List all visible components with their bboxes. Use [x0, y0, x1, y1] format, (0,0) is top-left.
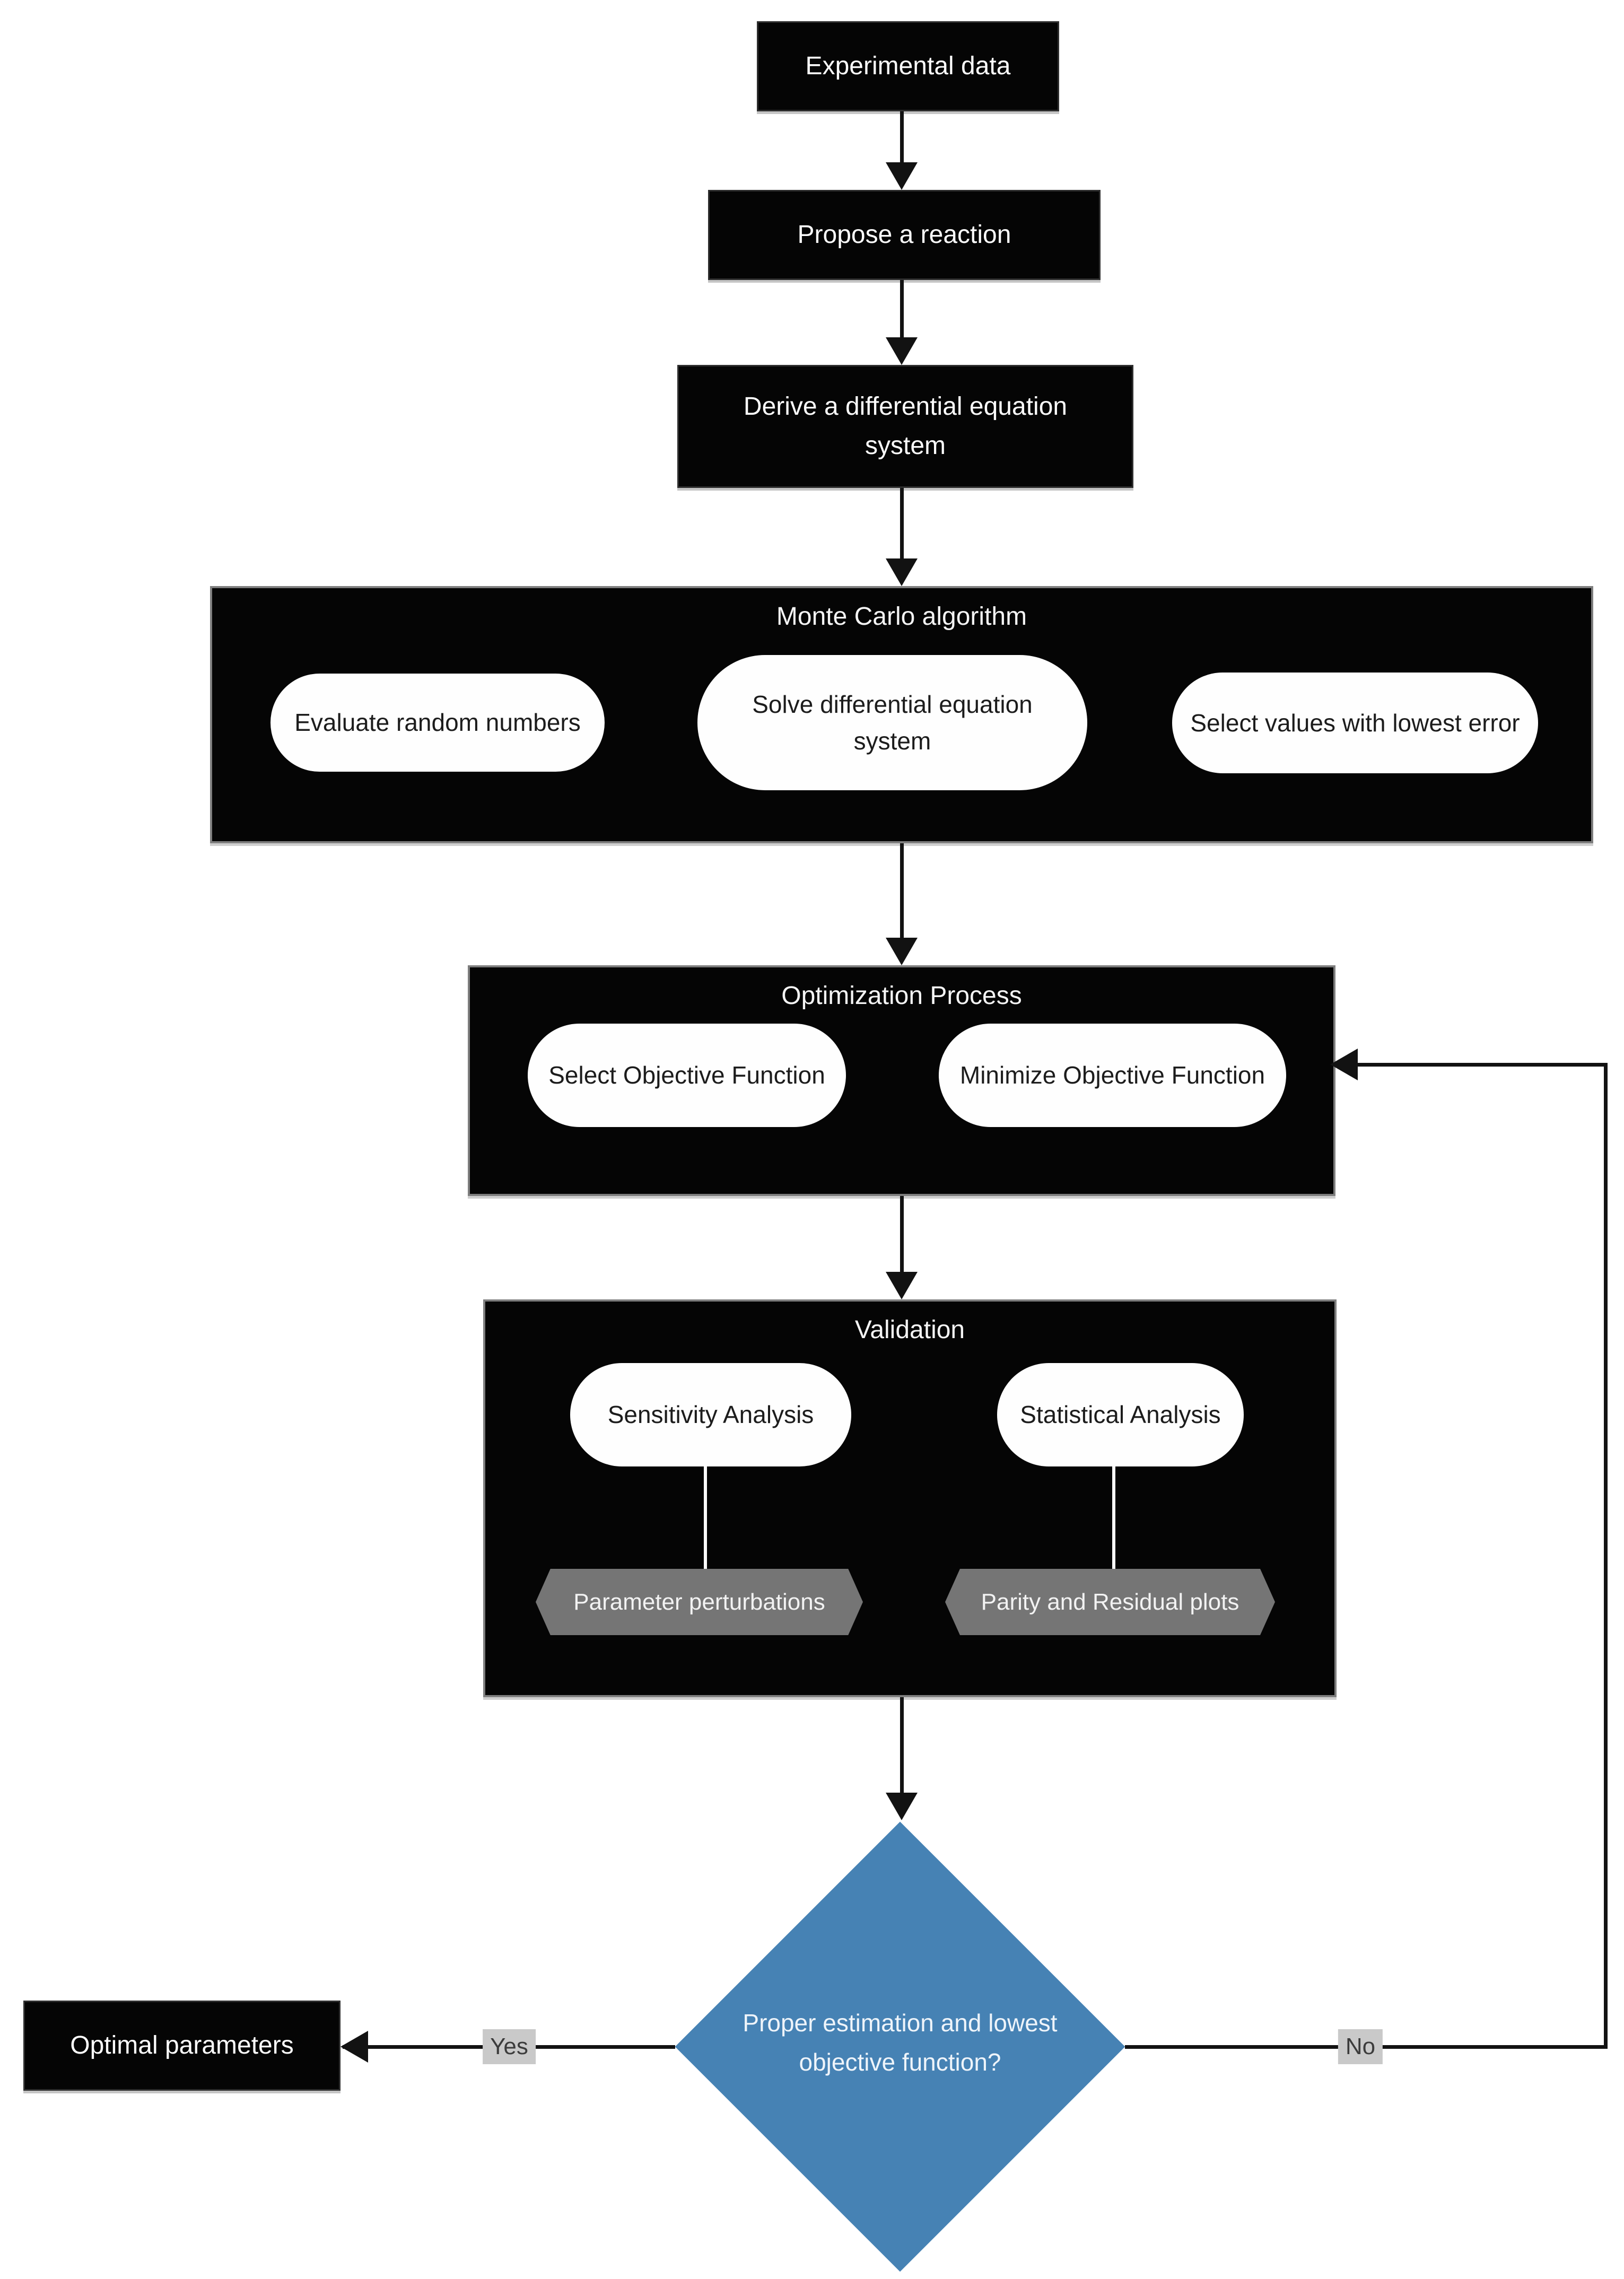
pill-statistical-analysis: Statistical Analysis: [997, 1363, 1244, 1466]
label-no: No: [1338, 2029, 1383, 2064]
decision-diamond-label: Proper estimation and lowest objective f…: [743, 2009, 1058, 2076]
pill-solve-ode-system: Solve differential equation system: [697, 655, 1087, 790]
connector-line: [900, 488, 904, 565]
connector-line: [900, 280, 904, 344]
connector-line: [900, 843, 904, 949]
arrowhead-left-icon: [1330, 1049, 1358, 1080]
node-experimental-data: Experimental data: [757, 21, 1059, 111]
arrowhead-down-icon: [886, 1793, 918, 1820]
pill-minimize-objective-function: Minimize Objective Function: [939, 1024, 1286, 1127]
node-optimal-parameters: Optimal parameters: [23, 2001, 340, 2091]
pill-select-objective-function: Select Objective Function: [528, 1024, 846, 1127]
container-validation-title: Validation: [854, 1316, 965, 1344]
arrowhead-down-icon: [886, 162, 918, 190]
arrowhead-down-icon: [886, 337, 918, 365]
container-monte-carlo-title: Monte Carlo algorithm: [776, 603, 1027, 631]
pill-select-lowest-error: Select values with lowest error: [1172, 673, 1538, 773]
arrowhead-down-icon: [886, 938, 918, 965]
connector-line-white: [1112, 1466, 1115, 1570]
container-optimization-title: Optimization Process: [781, 982, 1022, 1010]
no-path-line: [1354, 1063, 1608, 1067]
arrowhead-down-icon: [886, 558, 918, 586]
node-derive-system: Derive a differential equation system: [677, 365, 1133, 488]
arrowhead-down-icon: [886, 1272, 918, 1299]
node-propose-reaction: Propose a reaction: [708, 190, 1101, 280]
container-validation: Validation: [483, 1299, 1337, 1697]
hex-parameter-perturbations: Parameter perturbations: [536, 1569, 863, 1635]
hex-parity-residual-plots: Parity and Residual plots: [945, 1569, 1275, 1635]
pill-sensitivity-analysis: Sensitivity Analysis: [570, 1363, 851, 1466]
connector-line-white: [704, 1466, 707, 1570]
connector-line: [900, 1196, 904, 1286]
no-path-line: [1604, 1063, 1608, 2047]
connector-line: [900, 111, 904, 174]
arrowhead-left-icon: [340, 2031, 368, 2063]
connector-line: [900, 1697, 904, 1803]
pill-evaluate-random-numbers: Evaluate random numbers: [270, 674, 605, 772]
label-yes: Yes: [483, 2029, 536, 2064]
